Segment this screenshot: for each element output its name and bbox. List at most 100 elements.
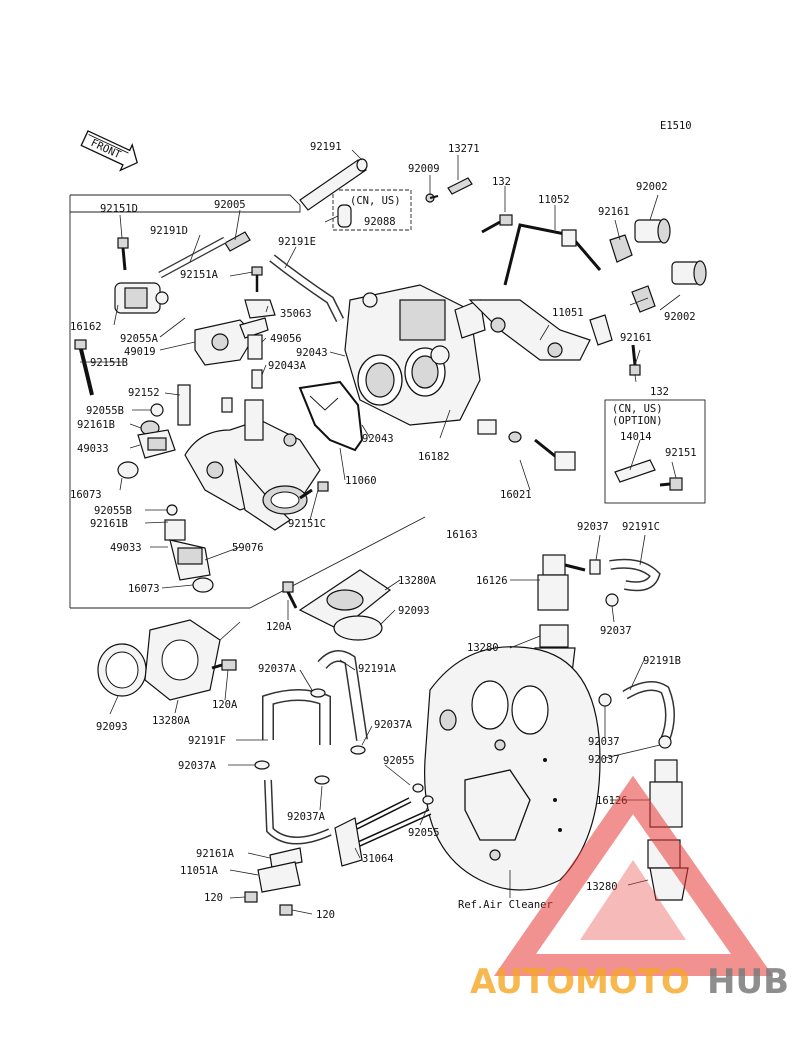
label-92151: 92151 (665, 447, 697, 459)
fitting-92005 (224, 231, 251, 252)
bolt-120a-upper (282, 581, 298, 609)
label-92037A4: 92037A (287, 811, 326, 823)
bolt-92151c (299, 481, 329, 500)
seal-92093-lower (97, 643, 147, 697)
holder-13280a-lower (144, 619, 221, 701)
delivery-pipe-16163 (184, 399, 321, 531)
label-132: 132 (492, 176, 511, 188)
bolt-92002-lower (671, 260, 707, 286)
holder-13280a-upper (298, 569, 392, 631)
label-120b: 120 (316, 909, 335, 921)
label-92151A: 92151A (180, 269, 219, 281)
label-132b: 132 (650, 386, 669, 398)
label-92191C: 92191C (622, 521, 660, 533)
oring-92055b (150, 403, 164, 417)
oring-92055-1 (412, 783, 424, 793)
throttle-body (344, 284, 486, 426)
label-92055: 92055 (383, 755, 415, 767)
hose-92191f (262, 689, 331, 745)
screw-92009 (425, 193, 439, 203)
bolt-132-lower (629, 344, 641, 376)
bracket-14014 (614, 459, 656, 483)
bolt-120-1 (244, 891, 258, 903)
label-11051: 11051 (552, 307, 584, 319)
diagram-code: E1510 (660, 120, 692, 132)
option-note-line1: (CN, US) (612, 403, 663, 415)
label-11060: 11060 (345, 475, 377, 487)
bolt-92151b (74, 339, 94, 396)
bracket-11051a (257, 861, 301, 893)
spacer-49056 (247, 334, 263, 360)
pin-92043a (251, 369, 263, 389)
valve-16162 (114, 282, 169, 314)
label-31064: 31064 (362, 853, 394, 865)
label-120A: 120A (266, 621, 292, 633)
label-16021: 16021 (500, 489, 532, 501)
clamp-92037-2 (605, 593, 619, 607)
label-92161A: 92161A (196, 848, 235, 860)
air-cleaner-base (424, 646, 601, 891)
pipe-31064 (334, 797, 432, 867)
label-92043A: 92043A (268, 360, 307, 372)
label-13280Ab: 13280A (152, 715, 191, 727)
label-92191A: 92191A (358, 663, 397, 675)
label-92043b: 92043 (362, 433, 394, 445)
oring-16073 (117, 461, 139, 479)
label-16162: 16162 (70, 321, 102, 333)
cn-us-note-box (332, 189, 412, 231)
group-boundary-upper (70, 194, 301, 213)
label-92005: 92005 (214, 199, 246, 211)
label-92009: 92009 (408, 163, 440, 175)
option-box (604, 399, 706, 504)
label-92161B: 92161B (77, 419, 115, 431)
label-92037: 92037 (577, 521, 609, 533)
label-49033b: 49033 (110, 542, 142, 554)
clamp-92037a-2 (350, 745, 366, 755)
label-13280: 13280 (467, 642, 499, 654)
watermark-logo: AUTOMOTO HUB (470, 775, 789, 1002)
clamp-92037a-4 (314, 775, 330, 785)
part-labels: 92191 13271 92009 132 11052 92002 92161 … (70, 141, 697, 921)
watermark-text-orange: AUTOMOTO (470, 962, 690, 1002)
label-120Ab: 120A (212, 699, 238, 711)
nut-92161-lower (631, 285, 656, 313)
label-92037c: 92037 (588, 736, 620, 748)
label-92002: 92002 (636, 181, 668, 193)
label-16182: 16182 (418, 451, 450, 463)
bolt-92151d (117, 237, 129, 271)
label-11052: 11052 (538, 194, 570, 206)
label-92151B: 92151B (90, 357, 128, 369)
ref-air-cleaner: Ref.Air Cleaner (458, 899, 553, 911)
clamp-92037-1 (589, 559, 601, 575)
bolt-132 (481, 214, 513, 234)
injector-49033-lower (164, 519, 211, 581)
bracket-11051 (468, 299, 613, 361)
label-92055A: 92055A (120, 333, 159, 345)
bolt-92151a (251, 266, 263, 292)
gasket-11060 (298, 380, 364, 452)
label-49056: 49056 (270, 333, 302, 345)
label-35063: 35063 (280, 308, 312, 320)
bolt-120a-lower (211, 659, 237, 671)
label-16073b: 16073 (128, 583, 160, 595)
label-11051A: 11051A (180, 865, 219, 877)
link-13271 (447, 177, 473, 195)
rod-11052 (503, 223, 602, 286)
clamp-92037a-1 (310, 688, 326, 698)
label-92152: 92152 (128, 387, 160, 399)
oring-16073-lower (192, 577, 214, 593)
sensor-16021 (508, 431, 576, 471)
label-92161B2: 92161B (90, 518, 128, 530)
label-92191: 92191 (310, 141, 342, 153)
injector-49033-upper (137, 429, 176, 459)
label-13271: 13271 (448, 143, 480, 155)
label-92002b: 92002 (664, 311, 696, 323)
label-92151C: 92151C (288, 518, 326, 530)
label-59076: 59076 (232, 542, 264, 554)
label-92151D: 92151D (100, 203, 138, 215)
label-92037d: 92037 (588, 754, 620, 766)
front-arrow: FRONT (80, 130, 138, 172)
label-14014: 14014 (620, 431, 652, 443)
label-120: 120 (204, 892, 223, 904)
